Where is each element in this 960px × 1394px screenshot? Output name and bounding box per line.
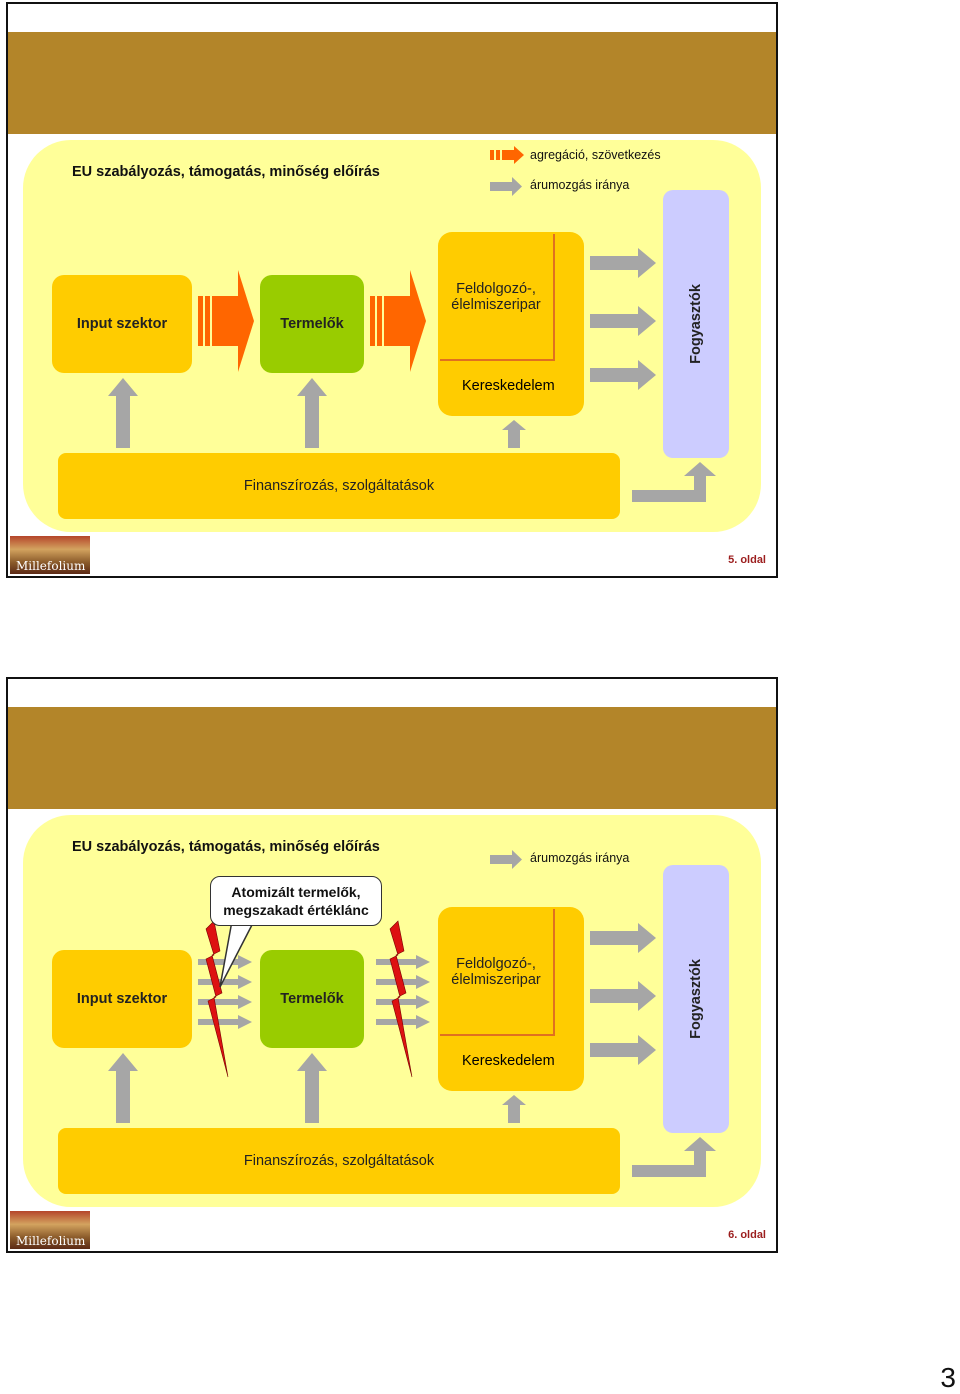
grey-arrow-legend-icon — [490, 850, 530, 870]
slide-6: EU szabályozás, támogatás, minőség előír… — [6, 677, 778, 1253]
callout-pointer — [218, 921, 268, 991]
input-sector-box: Input szektor — [52, 275, 192, 373]
document-page-number: 3 — [940, 1362, 956, 1394]
chain-break-icon-2 — [388, 921, 418, 1081]
up-arrow-producers — [297, 1053, 327, 1123]
aggregation-arrow-1 — [198, 270, 258, 374]
input-sector-box: Input szektor — [52, 950, 192, 1048]
consumers-box: Fogyasztók — [663, 190, 729, 458]
aggregation-arrow-2 — [370, 270, 430, 374]
up-arrow-input — [108, 378, 138, 448]
regulation-label: EU szabályozás, támogatás, minőség előír… — [72, 164, 380, 180]
legend-flow: árumozgás iránya — [530, 851, 629, 865]
input-sector-label: Input szektor — [77, 316, 167, 332]
page-label: 5. oldal — [728, 554, 766, 566]
producers-label: Termelők — [280, 316, 343, 332]
slide-5: EU szabályozás, támogatás, minőség előír… — [6, 2, 778, 578]
callout-text: Atomizált termelők, megszakadt értéklánc — [211, 883, 381, 919]
processor-label: Feldolgozó-, élelmiszeripar — [440, 281, 552, 313]
processor-label-box: Feldolgozó-, élelmiszeripar — [440, 272, 552, 322]
finance-label: Finanszírozás, szolgáltatások — [244, 478, 434, 494]
legend-flow: árumozgás iránya — [530, 178, 629, 192]
processor-label-box: Feldolgozó-, élelmiszeripar — [440, 947, 552, 997]
input-sector-label: Input szektor — [77, 991, 167, 1007]
atomized-producers-callout: Atomizált termelők, megszakadt értéklánc — [210, 876, 382, 926]
finance-box: Finanszírozás, szolgáltatások — [58, 453, 620, 519]
consumers-label: Fogyasztók — [688, 284, 704, 364]
logo-text: Millefolium — [16, 559, 85, 573]
finance-box: Finanszírozás, szolgáltatások — [58, 1128, 620, 1194]
up-arrow-commerce — [502, 1095, 526, 1123]
consumers-label: Fogyasztók — [688, 959, 704, 1039]
bent-arrow-finance-consumers — [632, 1137, 722, 1177]
commerce-label: Kereskedelem — [462, 378, 555, 394]
commerce-label: Kereskedelem — [462, 1053, 555, 1069]
producers-box: Termelők — [260, 950, 364, 1048]
logo-text: Millefolium — [16, 1234, 85, 1248]
up-arrow-producers — [297, 378, 327, 448]
page-label: 6. oldal — [728, 1229, 766, 1241]
producers-label: Termelők — [280, 991, 343, 1007]
producers-box: Termelők — [260, 275, 364, 373]
orange-arrow-legend-icon — [490, 146, 530, 166]
consumers-box: Fogyasztók — [663, 865, 729, 1133]
millefolium-logo: Millefolium — [10, 1211, 90, 1249]
flow-arrows-to-consumers — [590, 923, 660, 1073]
title-band — [8, 32, 776, 134]
title-band — [8, 707, 776, 809]
flow-arrows-to-consumers — [590, 248, 660, 398]
processor-label: Feldolgozó-, élelmiszeripar — [440, 956, 552, 988]
regulation-label: EU szabályozás, támogatás, minőség előír… — [72, 839, 380, 855]
grey-arrow-legend-icon — [490, 177, 530, 197]
up-arrow-input — [108, 1053, 138, 1123]
bent-arrow-finance-consumers — [632, 462, 722, 502]
millefolium-logo: Millefolium — [10, 536, 90, 574]
legend-aggregation: agregáció, szövetkezés — [530, 148, 661, 162]
up-arrow-commerce — [502, 420, 526, 448]
finance-label: Finanszírozás, szolgáltatások — [244, 1153, 434, 1169]
